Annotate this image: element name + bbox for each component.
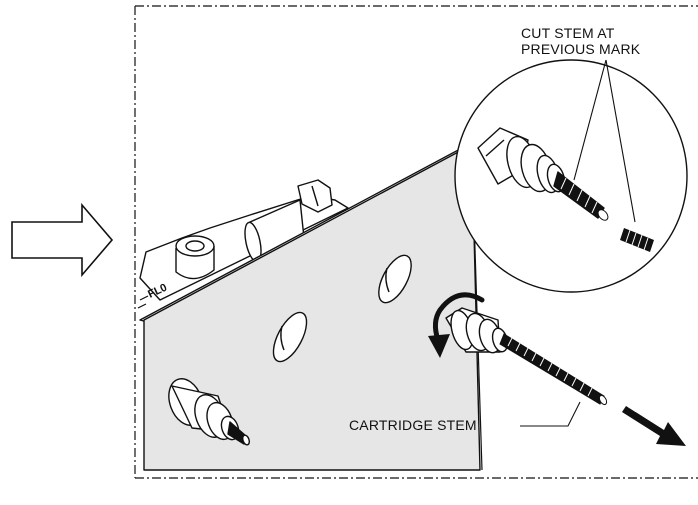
cartridge-stem-leader	[520, 401, 581, 427]
cut-mark-leaders	[573, 59, 636, 223]
cut-stem-label-line1: CUT STEM AT	[521, 25, 615, 41]
detail-frame	[134, 5, 698, 479]
cut-stem-label-line2: PREVIOUS MARK	[521, 41, 641, 57]
valve-body: FL0	[139, 179, 349, 301]
outline-arrow-right-icon	[11, 202, 114, 278]
curved-arrow-icon	[428, 292, 485, 358]
solid-arrow-down-right-icon	[622, 406, 686, 446]
cartridge-stem	[499, 333, 608, 406]
panel-holes	[272, 254, 412, 363]
cartridge-stem-label: CARTRIDGE STEM	[349, 417, 477, 433]
detail-magnifier	[454, 59, 688, 293]
lower-cartridge	[168, 378, 250, 446]
body-detail-marks	[137, 295, 149, 309]
